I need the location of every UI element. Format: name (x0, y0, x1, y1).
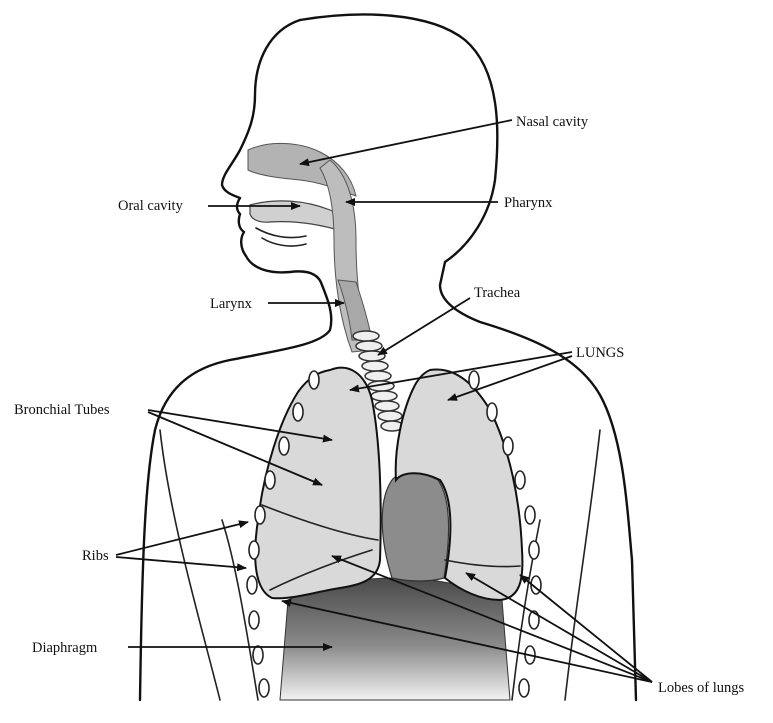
label-ribs: Ribs (82, 548, 109, 564)
label-oral-cavity: Oral cavity (118, 198, 184, 214)
heart-shape (382, 473, 448, 582)
label-nasal-cavity: Nasal cavity (516, 114, 589, 130)
arrow-trachea (378, 298, 470, 355)
tongue-lines (256, 228, 306, 246)
label-trachea: Trachea (474, 285, 521, 301)
label-lungs: LUNGS (576, 345, 624, 361)
label-larynx: Larynx (210, 296, 253, 312)
label-pharynx: Pharynx (504, 195, 553, 211)
label-diaphragm: Diaphragm (32, 640, 98, 656)
label-lobes-of-lungs: Lobes of lungs (658, 680, 745, 696)
arrow-ribs-2 (116, 557, 246, 568)
upper-airway (248, 143, 372, 352)
label-bronchial-tubes: Bronchial Tubes (14, 402, 110, 418)
arrow-nasal-cavity (300, 120, 512, 164)
